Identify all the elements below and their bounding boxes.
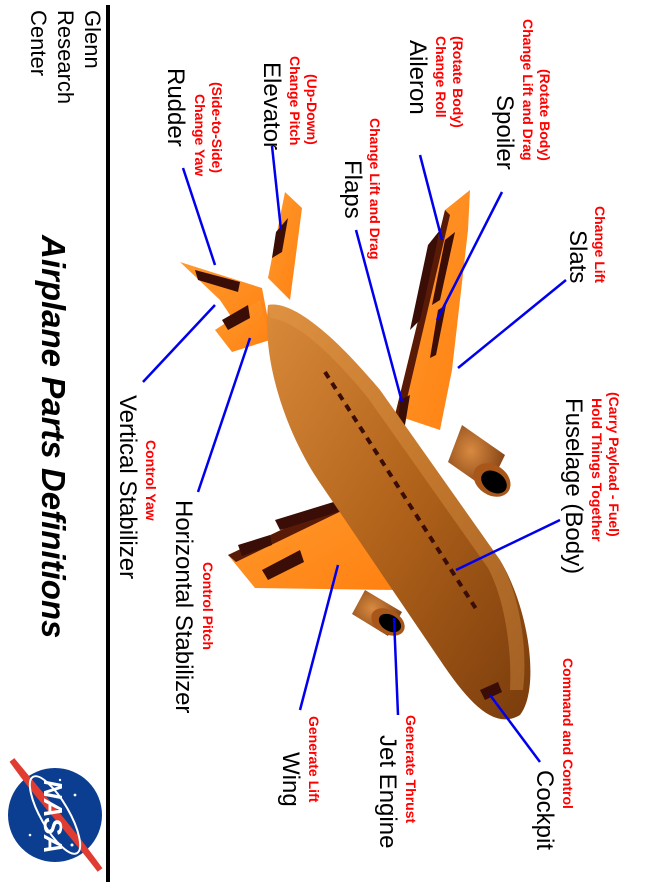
cockpit-label-group: Cockpit Command and Control xyxy=(531,658,576,850)
fuselage-desc-2: (Carry Payload - Fuel) xyxy=(606,392,622,537)
spoiler-label: Spoiler xyxy=(491,95,518,170)
rudder-label-group: Rudder Change Yaw (Side-to-Side) xyxy=(162,68,225,176)
aileron-leader xyxy=(418,154,444,241)
leader-lines xyxy=(142,145,567,763)
flaps-label: Flaps xyxy=(339,160,366,219)
aileron-desc-2: (Rotate Body) xyxy=(450,36,466,128)
nasa-meatball-icon: NASA xyxy=(8,758,103,872)
center-line-1: Glenn xyxy=(80,10,105,69)
cockpit-label: Cockpit xyxy=(531,770,558,850)
engine-desc-1: Generate Thrust xyxy=(403,715,419,823)
horizontal-stabilizer-leader xyxy=(196,337,252,493)
rudder-desc-2: (Side-to-Side) xyxy=(209,82,225,173)
rudder-desc-1: Change Yaw xyxy=(192,94,208,176)
spoiler-label-group: Spoiler Change Lift and Drag (Rotate Bod… xyxy=(491,19,553,170)
fuselage-leader xyxy=(455,518,561,572)
slats-leader xyxy=(457,279,567,369)
horizontal-stabilizer-label: Horizontal Stabilizer xyxy=(170,500,197,713)
elevator-label: Elevator xyxy=(258,62,285,150)
center-line-2: Research xyxy=(53,10,78,104)
horizontal-stabilizer-desc-1: Control Pitch xyxy=(200,562,216,650)
fuselage-label: Fuselage (Body) xyxy=(560,398,587,574)
wing-desc-1: Generate Lift xyxy=(306,716,322,803)
aileron-label-group: Aileron Change Roll (Rotate Body) xyxy=(404,36,466,128)
glenn-research-center: Glenn Research Center xyxy=(26,10,105,104)
center-line-3: Center xyxy=(26,10,51,76)
far-jet-engine xyxy=(448,425,511,497)
elevator-leader xyxy=(270,145,283,231)
horizontal-stabilizer-label-group: Horizontal Stabilizer Control Pitch xyxy=(170,500,216,713)
fuselage-desc-1: Hold Things Together xyxy=(589,398,605,542)
right-wing xyxy=(395,190,470,430)
flaps-leader xyxy=(354,229,404,403)
spoiler-desc-1: Change Lift and Drag xyxy=(520,19,536,161)
elevator-desc-1: Change Pitch xyxy=(287,56,303,145)
slats-label-group: Slats Change Lift xyxy=(564,206,608,283)
vertical-stabilizer-desc-1: Control Yaw xyxy=(143,440,159,521)
cockpit-desc-1: Command and Control xyxy=(560,658,576,809)
flaps-label-group: Flaps Change Lift and Drag xyxy=(339,118,383,260)
page-title: Airplane Parts Definitions xyxy=(35,234,72,638)
engine-label-group: Jet Engine Generate Thrust xyxy=(374,715,419,848)
wing-leader xyxy=(298,564,340,711)
elevator-label-group: Elevator Change Pitch (Up-Down) xyxy=(258,56,320,150)
wing-label: Wing xyxy=(277,752,304,807)
near-jet-engine xyxy=(352,590,405,636)
vertical-stabilizer-leader xyxy=(142,304,216,383)
spoiler-leader xyxy=(435,191,504,321)
nasa-logo-text: NASA xyxy=(38,780,68,854)
rudder-label: Rudder xyxy=(162,68,189,147)
fuselage-body xyxy=(267,304,531,720)
fuselage-label-group: Fuselage (Body) Hold Things Together (Ca… xyxy=(560,392,622,574)
slats-desc-1: Change Lift xyxy=(592,206,608,283)
elevator-desc-2: (Up-Down) xyxy=(304,74,320,145)
tail-surfaces xyxy=(180,192,302,352)
vertical-stabilizer-label: Vertical Stabilizer xyxy=(114,395,141,579)
cockpit-leader xyxy=(488,694,542,763)
engine-leader xyxy=(392,617,400,716)
spoiler-desc-2: (Rotate Body) xyxy=(537,69,553,161)
wing-label-group: Wing Generate Lift xyxy=(277,716,322,807)
aileron-desc-1: Change Roll xyxy=(433,36,449,118)
flaps-desc-1: Change Lift and Drag xyxy=(367,118,383,260)
engine-label: Jet Engine xyxy=(374,735,401,848)
rudder-leader xyxy=(181,167,217,266)
slats-label: Slats xyxy=(564,230,591,283)
airplane-drawing xyxy=(180,190,531,720)
aileron-label: Aileron xyxy=(404,40,431,115)
vertical-stabilizer-label-group: Vertical Stabilizer Control Yaw xyxy=(114,395,159,579)
